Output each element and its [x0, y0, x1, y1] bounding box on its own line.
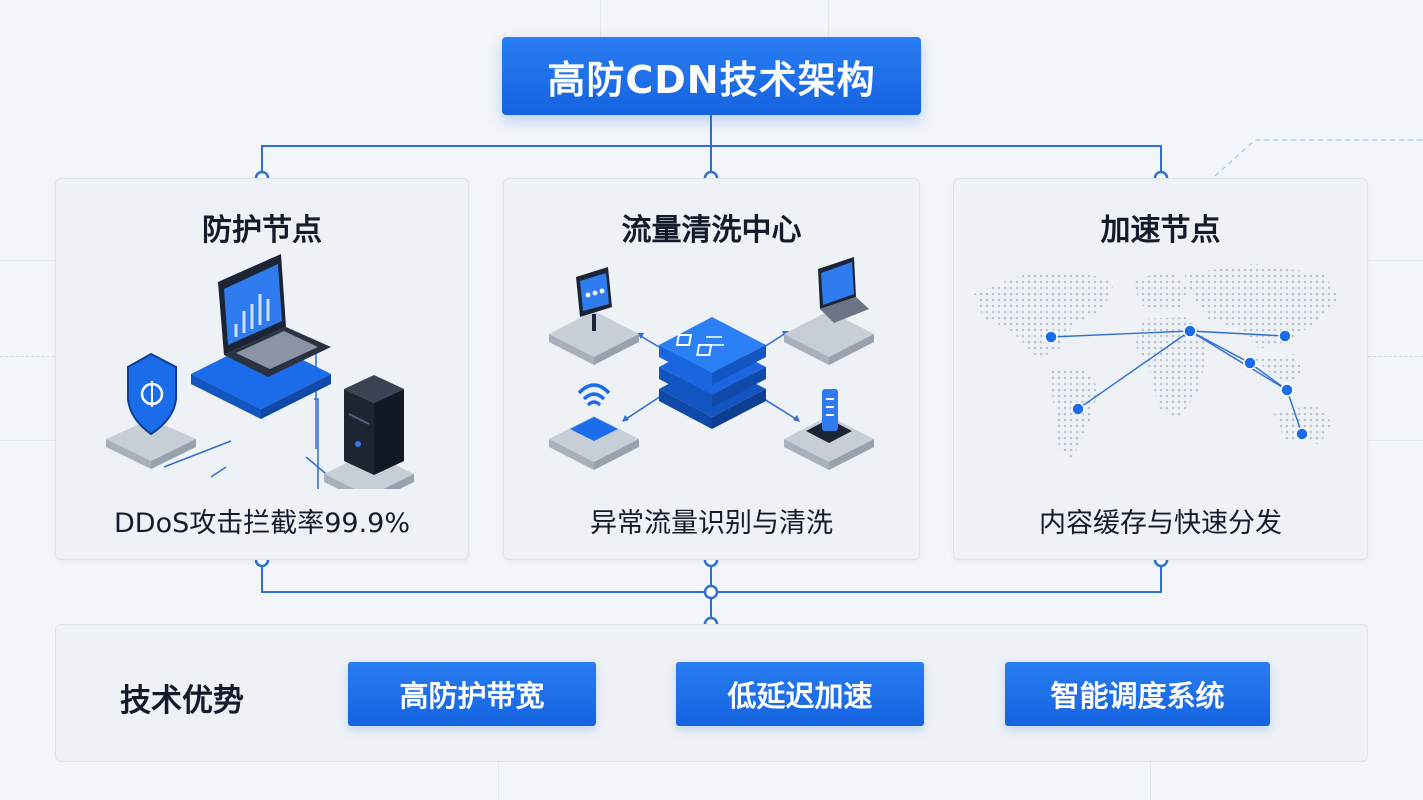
background-grid-line	[0, 260, 55, 261]
protection-node-illustration	[106, 254, 414, 489]
node-title: 流量清洗中心	[621, 213, 802, 248]
location-marker-icon	[1295, 427, 1309, 441]
location-marker-icon	[1044, 330, 1058, 344]
background-grid-line	[828, 0, 829, 37]
chat-monitor-icon	[549, 267, 639, 365]
background-dashed-line	[0, 356, 55, 357]
background-grid-line	[600, 0, 601, 37]
laptop-icon	[784, 257, 874, 365]
location-marker-icon	[1071, 402, 1085, 416]
advantages-label: 技术优势	[120, 683, 244, 719]
background-grid-line	[0, 440, 55, 441]
protection-node-panel: 防护节点	[55, 178, 469, 560]
location-marker-icon	[1183, 324, 1197, 338]
diagram-title: 高防CDN技术架构	[502, 37, 921, 115]
background-grid-line	[498, 762, 499, 800]
location-marker-icon	[1278, 329, 1292, 343]
world-map-icon	[974, 264, 1339, 459]
wifi-router-icon	[549, 383, 639, 470]
background-dashed-line	[1368, 356, 1423, 357]
connector-node	[703, 584, 719, 600]
background-grid-line	[1150, 762, 1151, 800]
laptop-icon	[191, 254, 331, 419]
acceleration-node-panel: 加速节点	[953, 178, 1368, 560]
node-description: 异常流量识别与清洗	[590, 508, 833, 539]
node-description: 内容缓存与快速分发	[1039, 508, 1282, 539]
scrubbing-center-illustration	[549, 257, 874, 470]
advantage-badge-latency: 低延迟加速	[676, 662, 924, 726]
node-title: 加速节点	[1100, 213, 1221, 248]
node-title: 防护节点	[202, 213, 322, 248]
location-marker-icon	[1243, 356, 1257, 370]
background-grid-line	[1368, 260, 1423, 261]
scrubbing-server-icon	[659, 317, 766, 429]
shield-icon	[106, 352, 196, 469]
advantages-panel: 技术优势 高防护带宽 低延迟加速 智能调度系统	[55, 624, 1368, 762]
advantage-badge-bandwidth: 高防护带宽	[348, 662, 596, 726]
firewall-device-icon	[784, 389, 874, 470]
background-grid-line	[1368, 440, 1423, 441]
server-icon	[324, 375, 414, 489]
node-description: DDoS攻击拦截率99.9%	[113, 508, 410, 539]
advantage-badge-scheduling: 智能调度系统	[1005, 662, 1270, 726]
scrubbing-center-panel: 流量清洗中心	[503, 178, 920, 560]
location-marker-icon	[1280, 383, 1294, 397]
world-map-illustration	[974, 264, 1339, 459]
